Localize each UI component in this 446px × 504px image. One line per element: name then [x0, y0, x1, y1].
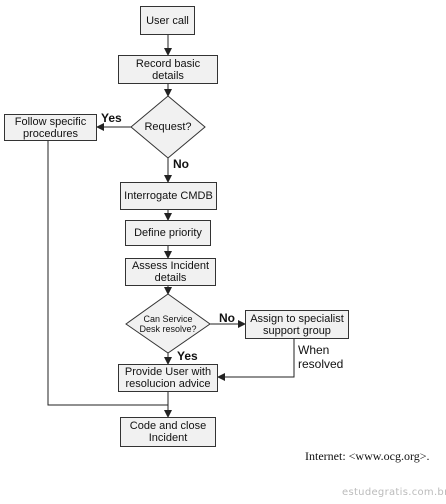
assign-specialist-box: Assign to specialist support group [245, 310, 349, 339]
when-resolved-label: When resolved [298, 343, 344, 371]
request-diamond [130, 95, 206, 159]
provide-user-advice-box: Provide User with resolucion advice [118, 364, 218, 392]
source-credit: Internet: <www.ocg.org>. [305, 449, 430, 463]
can-resolve-diamond [125, 293, 211, 354]
interrogate-cmdb-box: Interrogate CMDB [120, 182, 217, 210]
no-resolve-label: No [219, 311, 235, 325]
watermark: estudegratis.com.br [342, 487, 446, 498]
arrow-assign-to-provide [217, 339, 295, 381]
no-request-label: No [173, 157, 189, 171]
yes-request-label: Yes [101, 111, 122, 125]
request-label: Request? [144, 121, 192, 133]
assess-incident-box: Assess Incident details [125, 258, 216, 286]
arrow-follow-to-close [47, 141, 168, 406]
can-resolve-label: Can Service Desk resolve? [139, 314, 197, 334]
code-close-box: Code and close Incident [120, 417, 216, 447]
define-priority-box: Define priority [125, 220, 211, 246]
yes-resolve-label: Yes [177, 349, 198, 363]
follow-procedures-box: Follow specific procedures [4, 114, 97, 141]
user-call-box: User call [140, 6, 195, 35]
record-basic-details-box: Record basic details [118, 55, 218, 84]
